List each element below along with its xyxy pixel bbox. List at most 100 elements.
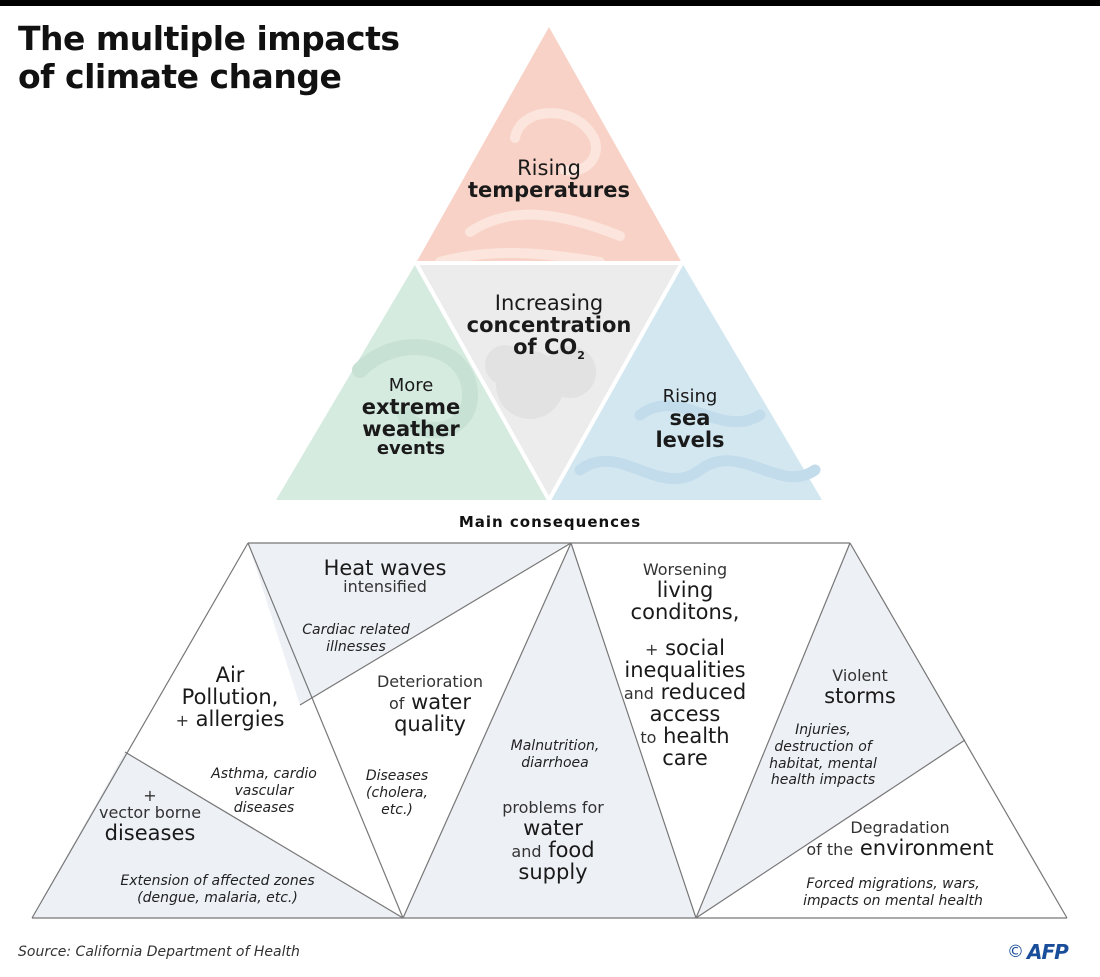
co2-cloud-icon — [485, 345, 596, 419]
environment-of-the: of the — [806, 839, 854, 859]
storm-swirl-icon — [352, 339, 479, 439]
thermometer-motif-icon — [435, 108, 625, 267]
detail-environment: Forced migrations, wars, impacts on ment… — [778, 876, 1008, 910]
air-line2: Pollution, — [181, 685, 279, 710]
title-line-1: The multiple impacts — [18, 19, 400, 58]
vector-plus: + — [143, 786, 157, 805]
copyright-icon: © — [1007, 942, 1024, 962]
vector-line1: vector borne — [98, 802, 202, 822]
detail-violent-storms: Injuries, destruction of habitat, mental… — [748, 722, 898, 789]
label-water-quality: Deterioration of water quality — [360, 672, 500, 736]
living-line4-wrap: + social — [615, 637, 755, 659]
water-quality-detail2: (cholera, — [366, 784, 428, 801]
co2-line1: Increasing — [494, 291, 604, 315]
storms-detail2: destruction of — [774, 738, 872, 755]
environment-line2: of the environment — [800, 837, 1000, 859]
air-detail3: diseases — [233, 799, 295, 816]
food-detail1: Malnutrition, — [510, 738, 600, 754]
water-quality-water: water — [411, 689, 471, 714]
label-air-pollution: Air Pollution, + allergies — [155, 664, 305, 730]
panel-vector — [32, 752, 403, 918]
label-violent-storms: Violent storms — [800, 666, 920, 708]
heat-subtitle: intensified — [343, 577, 427, 597]
sea-line1: Rising — [662, 386, 718, 407]
triangle-temperatures — [416, 27, 682, 263]
label-heat-waves: Heat waves intensified — [295, 557, 475, 596]
heat-title: Heat waves — [323, 556, 447, 580]
panel-storms — [696, 543, 965, 918]
detail-heat-waves: Cardiac related illnesses — [281, 622, 431, 656]
main-consequences-heading: Main consequences — [458, 513, 642, 531]
weather-line1: More — [388, 375, 434, 396]
food-line2: water — [523, 815, 583, 840]
label-vector-borne: + vector borne diseases — [80, 786, 220, 843]
sea-line3: levels — [655, 427, 725, 452]
air-plus: + — [175, 711, 189, 731]
food-detail2: diarrhoea — [521, 754, 589, 771]
living-line2: living — [656, 577, 714, 602]
wave-icon — [574, 400, 821, 485]
living-line9: care — [662, 746, 708, 771]
label-co2: Increasing concentration of CO2 — [449, 292, 649, 362]
storms-line2: storms — [824, 683, 896, 708]
heat-detail2: illnesses — [326, 638, 386, 655]
living-and: and — [623, 683, 654, 703]
environment-detail2: impacts on mental health — [803, 892, 983, 909]
water-quality-line3: quality — [394, 711, 466, 736]
living-line6: and reduced — [615, 681, 755, 703]
food-food: food — [548, 837, 595, 862]
storms-detail4: health impacts — [770, 772, 876, 789]
food-and: and — [511, 841, 542, 861]
storms-line1: Violent — [832, 666, 888, 685]
triangle-sea — [549, 263, 822, 500]
co2-subscript: 2 — [577, 349, 585, 363]
title-line-2: of climate change — [18, 57, 342, 96]
triangle-weather — [276, 263, 549, 500]
air-line3-wrap: + allergies — [155, 708, 305, 730]
water-quality-detail3: etc.) — [381, 801, 413, 818]
living-reduced: reduced — [660, 679, 747, 704]
air-detail1: Asthma, cardio — [211, 766, 317, 782]
label-environment: Degradation of the environment — [800, 819, 1000, 859]
label-extreme-weather: More extreme weather events — [336, 375, 486, 459]
water-quality-line1: Deterioration — [376, 672, 484, 691]
label-rising-sea-levels: Rising sea levels — [630, 386, 750, 452]
panel-food — [403, 543, 696, 918]
label-water-food-supply: problems for water and food supply — [478, 798, 628, 883]
weather-line4: events — [376, 437, 446, 459]
air-line3: allergies — [195, 707, 285, 732]
living-line1: Worsening — [642, 560, 728, 579]
environment-word: environment — [859, 835, 994, 860]
label-living-conditions: Worsening living conditons, + social ine… — [615, 560, 755, 771]
living-line3: conditons, — [630, 599, 740, 624]
detail-vector-borne: Extension of affected zones (dengue, mal… — [100, 873, 335, 907]
air-line1: Air — [215, 663, 245, 687]
temperatures-line2: temperatures — [467, 178, 631, 203]
weather-line3: weather — [362, 416, 460, 441]
vector-detail1: Extension of affected zones — [120, 873, 315, 889]
vector-detail2: (dengue, malaria, etc.) — [137, 889, 298, 906]
co2-line3-wrap: of CO2 — [449, 336, 649, 362]
food-line1: problems for — [502, 798, 604, 817]
detail-food: Malnutrition, diarrhoea — [490, 738, 620, 772]
living-health: health — [663, 724, 730, 749]
living-to: to — [640, 728, 657, 748]
detail-water-quality: Diseases (cholera, etc.) — [352, 768, 442, 818]
consequence-shaded-panels — [32, 543, 965, 918]
water-quality-detail1: Diseases — [365, 768, 429, 784]
page-title: The multiple impacts of climate change — [18, 20, 400, 96]
water-quality-line2: of water — [360, 691, 500, 713]
food-line3: and food — [478, 839, 628, 861]
sea-line2: sea — [669, 405, 711, 430]
label-rising-temperatures: Rising temperatures — [449, 157, 649, 201]
co2-line3: of CO — [513, 335, 578, 360]
consequence-lines — [31, 542, 1068, 919]
detail-air-pollution: Asthma, cardio vascular diseases — [204, 766, 324, 816]
panel-heat — [248, 543, 571, 705]
heat-detail1: Cardiac related — [302, 622, 410, 638]
cause-dividers — [414, 261, 684, 501]
temperatures-line1: Rising — [517, 156, 581, 180]
air-detail2: vascular — [234, 782, 294, 799]
co2-line2: concentration — [466, 313, 632, 338]
top-rule — [0, 0, 1100, 6]
